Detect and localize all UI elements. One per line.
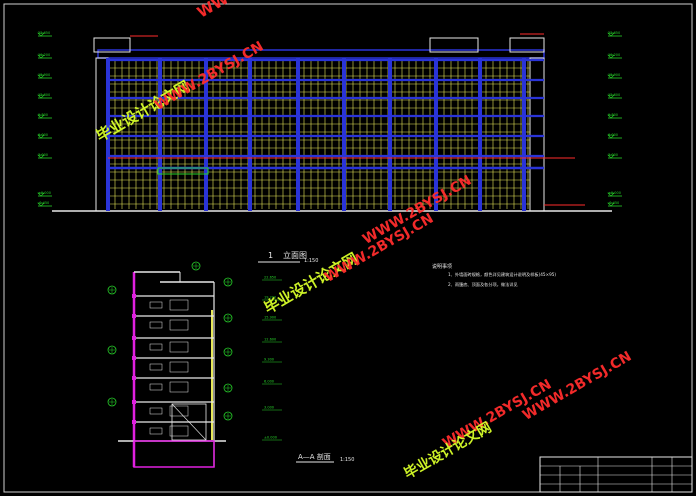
level-label: 19.200 xyxy=(38,53,50,57)
level-label: 6.000 xyxy=(608,133,618,137)
level-label: 9.300 xyxy=(38,113,48,117)
level-label: ±0.000 xyxy=(608,191,621,195)
level-label: 3.000 xyxy=(608,153,618,157)
elevation-level-markers-right: 22.650 19.200 15.900 12.600 9.300 6.000 3.000 ±… xyxy=(607,31,622,207)
axis-bubble xyxy=(223,383,233,393)
level-marker: -0.450 xyxy=(37,201,52,207)
section-title: A—A 剖面 xyxy=(298,452,331,461)
level-marker: 9.300 xyxy=(37,113,52,119)
section-level-label: 3.000 xyxy=(264,406,274,410)
section-level-label: 15.900 xyxy=(264,316,276,320)
section-level-label: 9.300 xyxy=(264,358,274,362)
axis-bubble xyxy=(107,397,117,407)
axis-bubble xyxy=(107,285,117,295)
axis-bubble xyxy=(223,313,233,323)
level-marker: 22.650 xyxy=(37,31,52,37)
notes-header: 说明事项 xyxy=(432,263,452,270)
svg-text:1: 1 xyxy=(268,251,273,260)
axis-bubble xyxy=(223,347,233,357)
elevation-level-markers-left: 22.650 19.200 15.900 12.600 9.300 6.000 3.000 ±… xyxy=(37,31,52,207)
level-label: ±0.000 xyxy=(38,191,51,195)
level-marker: ±0.000 xyxy=(607,191,622,197)
roof-stair-tower-right xyxy=(509,37,545,53)
section-level-label: 12.600 xyxy=(264,338,276,342)
front-elevation xyxy=(52,33,612,212)
axis-bubble xyxy=(107,345,117,355)
section-a-a xyxy=(118,271,226,468)
section-level-markers: 22.650 19.200 15.900 12.600 9.300 6.000 3.000 ±… xyxy=(262,276,282,441)
note-2: 2、雨篷底、顶面及各分项，做法详见 xyxy=(448,281,518,288)
note-1: 1、外墙面砖规格，颜色详见建筑设计说明及样板(45×95) xyxy=(448,271,556,278)
level-marker: -0.450 xyxy=(607,201,622,207)
axis-bubble xyxy=(191,261,201,271)
level-marker: 19.200 xyxy=(607,53,622,59)
level-marker: 19.200 xyxy=(37,53,52,59)
level-label: 6.000 xyxy=(38,133,48,137)
level-marker: 22.650 xyxy=(607,31,622,37)
section-level-label: 6.000 xyxy=(264,380,274,384)
section-stair xyxy=(171,403,207,441)
level-marker: 3.000 xyxy=(37,153,52,159)
level-marker: 12.600 xyxy=(37,93,52,99)
level-label: 15.900 xyxy=(38,73,50,77)
level-marker: 3.000 xyxy=(607,153,622,159)
level-label: -0.450 xyxy=(608,201,619,205)
roof-machine-room xyxy=(429,37,479,53)
level-label: 12.600 xyxy=(38,93,50,97)
level-label: 12.600 xyxy=(608,93,620,97)
roof-stair-tower-left xyxy=(93,37,131,53)
level-label: 3.000 xyxy=(38,153,48,157)
level-marker: 15.900 xyxy=(607,73,622,79)
level-label: 22.650 xyxy=(38,31,50,35)
level-label: -0.450 xyxy=(38,201,49,205)
level-marker: 12.600 xyxy=(607,93,622,99)
level-marker: 6.000 xyxy=(607,133,622,139)
section-title-block: A—A 剖面 1:150 xyxy=(296,452,354,463)
section-scale: 1:150 xyxy=(340,457,354,463)
level-marker: 9.300 xyxy=(607,113,622,119)
sheet-border xyxy=(3,3,693,493)
elevation-scale: 1:150 xyxy=(304,258,318,264)
level-label: 9.300 xyxy=(608,113,618,117)
level-marker: ±0.000 xyxy=(37,191,52,197)
title-block xyxy=(539,456,693,493)
design-notes: 说明事项 1、外墙面砖规格，颜色详见建筑设计说明及样板(45×95) 2、雨篷底… xyxy=(432,263,556,288)
section-axis-markers xyxy=(107,261,233,421)
elevation-title-block: 1 立面图 1:150 xyxy=(258,250,318,264)
level-marker: 6.000 xyxy=(37,133,52,139)
level-label: 19.200 xyxy=(608,53,620,57)
section-level-label: 22.650 xyxy=(264,276,276,280)
level-label: 22.650 xyxy=(608,31,620,35)
level-label: 15.900 xyxy=(608,73,620,77)
axis-bubble xyxy=(223,277,233,287)
section-level-label: ±0.000 xyxy=(264,436,277,440)
entrance-canopy xyxy=(157,167,209,175)
axis-bubble xyxy=(223,411,233,421)
elevation-title: 立面图 xyxy=(283,250,307,260)
section-level-label: 19.200 xyxy=(264,296,276,300)
level-marker: 15.900 xyxy=(37,73,52,79)
